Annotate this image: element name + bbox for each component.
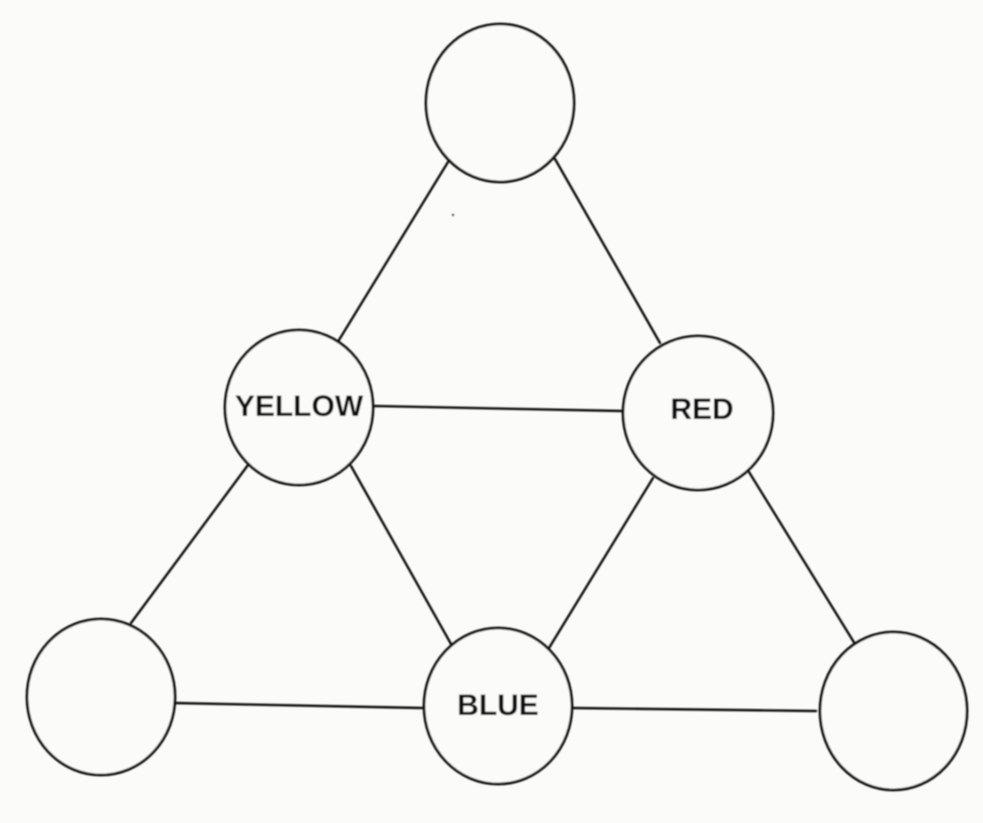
svg-text:BLUE: BLUE [457, 689, 539, 722]
svg-text:RED: RED [670, 393, 733, 426]
svg-text:YELLOW: YELLOW [235, 390, 364, 423]
